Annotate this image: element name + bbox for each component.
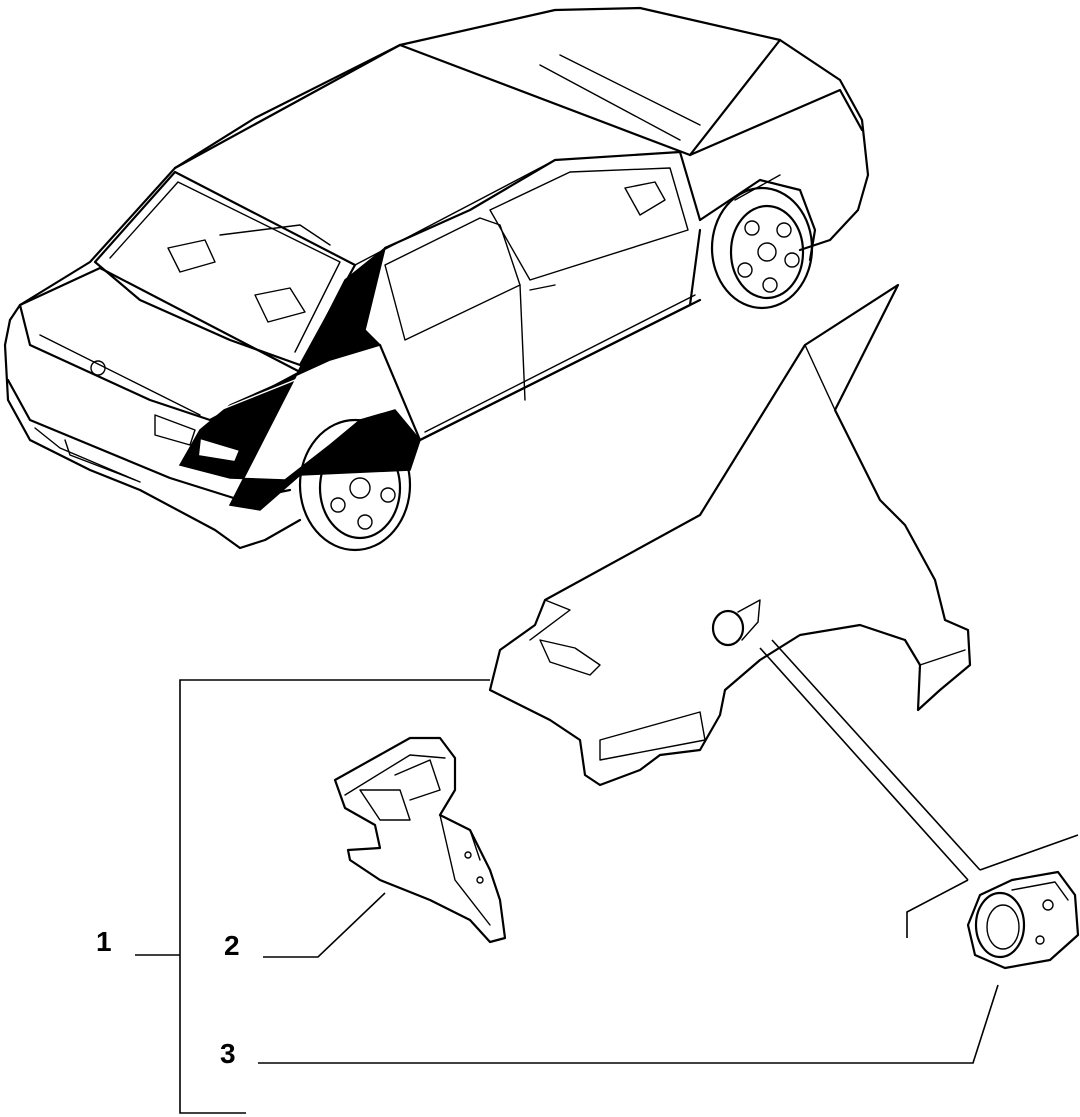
inner-wheelhouse-panel (333, 736, 507, 944)
rear-wheel (298, 418, 412, 552)
rear-quarter-panel (488, 283, 972, 787)
leader-lines (135, 639, 1079, 1114)
front-wheel (710, 186, 814, 310)
callout-item-2: 2 (224, 930, 240, 961)
callout-item-3: 3 (220, 1038, 236, 1069)
fuel-filler-housing (966, 870, 1080, 970)
car-illustration (3, 6, 870, 550)
callout-item-1: 1 (96, 926, 112, 957)
